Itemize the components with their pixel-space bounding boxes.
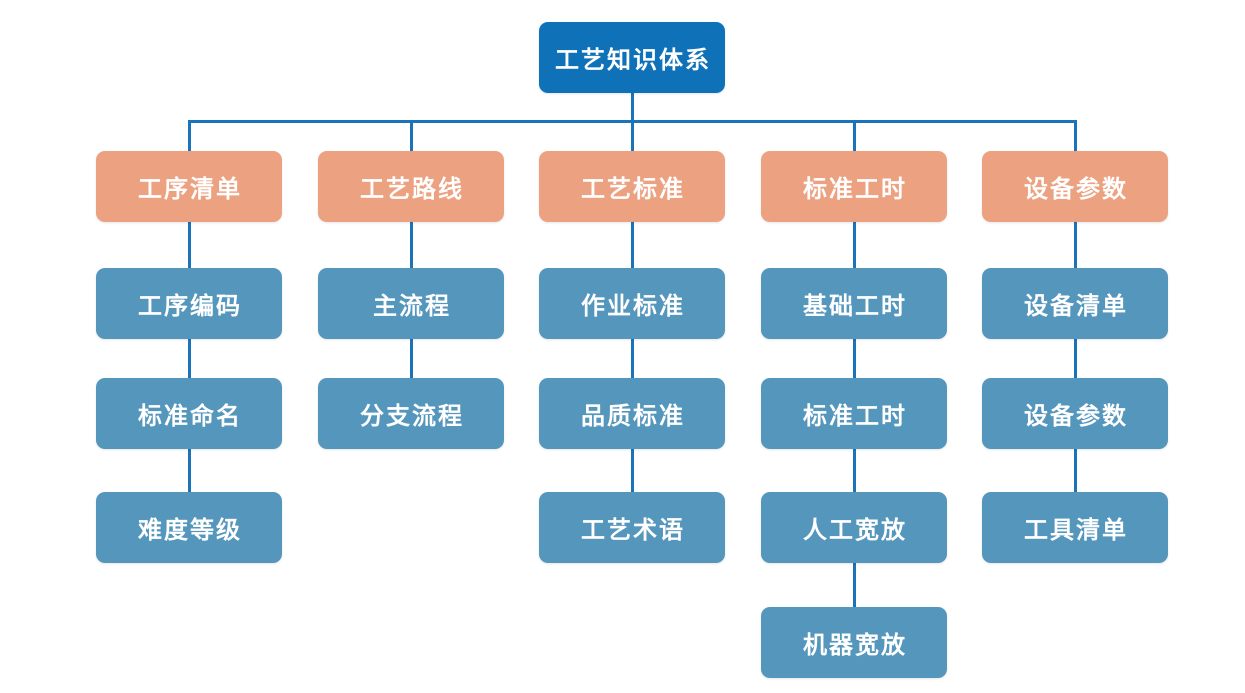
child-node: 标准命名 bbox=[96, 378, 282, 449]
category-node: 工序清单 bbox=[96, 151, 282, 222]
child-node: 工艺术语 bbox=[539, 492, 725, 563]
child-node: 难度等级 bbox=[96, 492, 282, 563]
child-node: 基础工时 bbox=[761, 268, 947, 339]
child-node: 分支流程 bbox=[318, 378, 504, 449]
child-node: 工具清单 bbox=[982, 492, 1168, 563]
child-node: 设备参数 bbox=[982, 378, 1168, 449]
child-node: 人工宽放 bbox=[761, 492, 947, 563]
child-node: 品质标准 bbox=[539, 378, 725, 449]
child-node: 标准工时 bbox=[761, 378, 947, 449]
child-node: 作业标准 bbox=[539, 268, 725, 339]
connector-column-line bbox=[410, 120, 413, 414]
category-node: 工艺路线 bbox=[318, 151, 504, 222]
child-node: 机器宽放 bbox=[761, 607, 947, 678]
category-node: 标准工时 bbox=[761, 151, 947, 222]
child-node: 工序编码 bbox=[96, 268, 282, 339]
child-node: 主流程 bbox=[318, 268, 504, 339]
category-node: 设备参数 bbox=[982, 151, 1168, 222]
root-node: 工艺知识体系 bbox=[539, 22, 725, 93]
category-node: 工艺标准 bbox=[539, 151, 725, 222]
child-node: 设备清单 bbox=[982, 268, 1168, 339]
